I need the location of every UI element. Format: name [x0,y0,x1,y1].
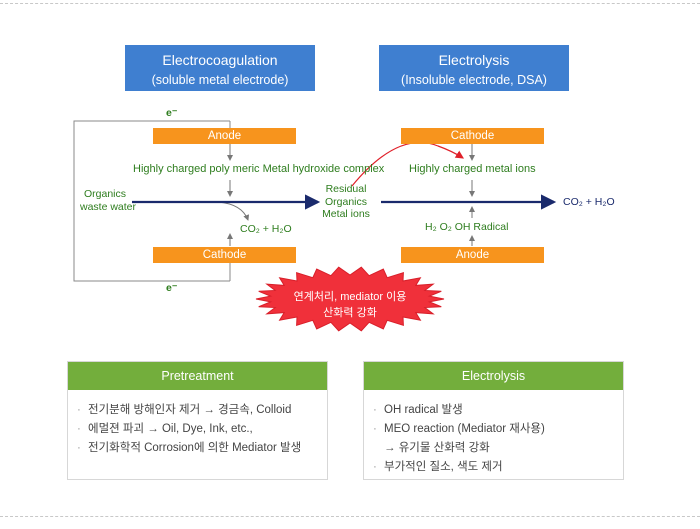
metal-ions-label: Highly charged metal ions [409,163,536,175]
electron-label-bottom: e⁻ [166,282,178,294]
starburst-text: 연계처리, mediator 이용 산화력 강화 [262,289,438,321]
pretreatment-list: ·전기분해 방해인자 제거 → 경금속, Colloid ·에멀젼 파괴 → O… [68,390,327,458]
right-anode-bar: Anode [401,247,544,263]
residual-label: Residual Organics Metal ions [317,183,375,221]
starburst-line-1: 연계처리, mediator 이용 [293,291,407,303]
electrolysis-list: ·OH radical 발생 ·MEO reaction (Mediator 재… [364,390,623,477]
co2-right-label: CO₂ + H₂O [563,196,615,208]
starburst-line-2: 산화력 강화 [323,307,377,319]
electrolysis-title: Electrolysis [438,52,510,68]
bottom-dashed-divider [0,516,700,517]
electron-label-top: e⁻ [166,107,178,119]
residual-organics-text: Organics [324,195,367,208]
list-item: ·부가적인 질소, 색도 제거 [373,461,503,473]
electrocoagulation-title: Electrocoagulation [162,52,278,68]
external-circuit-wire [73,120,230,282]
electrocoagulation-header: Electrocoagulation (soluble metal electr… [125,45,315,91]
co2-curve-arrow [217,201,250,221]
red-starburst [255,266,445,332]
list-item: ·OH radical 발생 [373,404,463,416]
pretreatment-title: Pretreatment [68,362,327,390]
list-item: ·에멀젼 파괴 → Oil, Dye, Ink, etc., [77,423,253,435]
electrolysis-panel-title: Electrolysis [364,362,623,390]
list-item: → 유기물 산화력 강화 [384,442,490,454]
electrocoagulation-subtitle: (soluble metal electrode) [151,73,289,87]
red-curve-arrow [351,141,465,187]
organics-input-label: Organics waste water [80,188,137,214]
list-item: ·전기화학적 Corrosion에 의한 Mediator 발생 [77,442,302,454]
top-dashed-divider [0,3,700,4]
list-item: ·MEO reaction (Mediator 재사용) [373,423,545,435]
pretreatment-panel: Pretreatment ·전기분해 방해인자 제거 → 경금속, Colloi… [67,361,328,480]
electrolysis-subtitle: (Insoluble electrode, DSA) [401,73,547,87]
electrolysis-header: Electrolysis (Insoluble electrode, DSA) [379,45,569,91]
right-cathode-bar: Cathode [401,128,544,144]
left-anode-bar: Anode [153,128,296,144]
residual-metal-ions-text: Metal ions [322,208,370,220]
organics-label: Organics [83,188,126,200]
radical-label: H₂ O₂ OH Radical [425,221,509,233]
residual-text: Residual [325,183,367,195]
left-cathode-bar: Cathode [153,247,296,263]
co2-left-label: CO₂ + H₂O [240,223,292,235]
list-item: ·전기분해 방해인자 제거 → 경금속, Colloid [77,404,292,416]
electrolysis-panel: Electrolysis ·OH radical 발생 ·MEO reactio… [363,361,624,480]
complex-label: Highly charged poly meric Metal hydroxid… [133,163,385,175]
waste-water-label: waste water [80,201,137,213]
